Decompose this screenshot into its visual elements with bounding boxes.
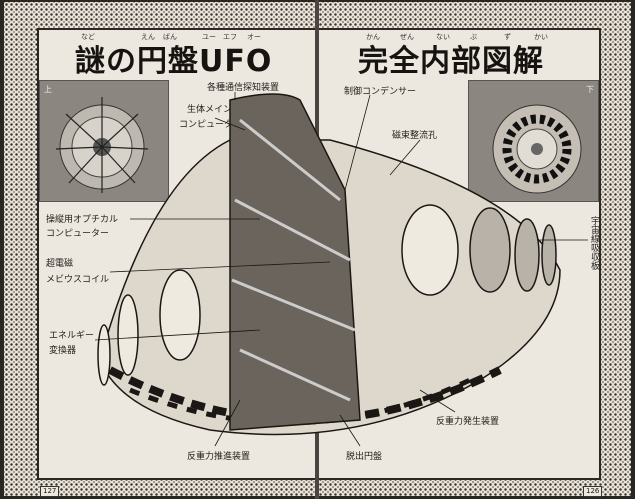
- ruby: かん: [366, 33, 380, 41]
- label-escape-disc: 脱出円盤: [346, 452, 383, 462]
- page-number-right: 126: [583, 486, 603, 497]
- label-cosmic-ray-absorber: 宇宙線吸収板: [589, 216, 599, 270]
- ufo-top-photo: 上: [39, 80, 169, 202]
- label-optical-2: コンピューター: [46, 229, 110, 239]
- page-number-left: 127: [40, 486, 60, 497]
- left-title: 謎の円盤UFO: [75, 44, 273, 79]
- label-comm-detector: 各種通信探知装置: [207, 83, 280, 93]
- left-page: 謎の円盤UFO など えん ばん ユー エフ オー 上 各種通信探知装置 生体メ…: [4, 2, 320, 497]
- ruby: エフ: [223, 33, 237, 41]
- label-bio-computer-2: コンピューター: [179, 120, 243, 130]
- label-antigravity-propulsion: 反重力推進装置: [187, 452, 251, 462]
- label-control-condenser: 制御コンデンサー: [344, 87, 417, 97]
- label-optical-1: 操縦用オプチカル: [46, 215, 119, 225]
- label-coil-1: 超電磁: [46, 259, 74, 269]
- right-title: 完全内部図解: [358, 44, 544, 79]
- label-bio-computer-1: 生体メイン: [187, 105, 233, 115]
- right-panel: 完全内部図解 かん ぜん ない ぶ ず かい 下 制御コンデンサー 磁束整流孔 …: [318, 28, 601, 480]
- ruby: ばん: [163, 33, 177, 41]
- ufo-top-view-illustration: [55, 97, 149, 193]
- ruby: など: [81, 33, 95, 41]
- label-antigravity-generator: 反重力発生装置: [436, 417, 500, 427]
- ruby: かい: [534, 33, 548, 41]
- ruby: ぶ: [470, 33, 477, 41]
- photo-label-top: 上: [44, 85, 52, 94]
- label-energy-1: エネルギー: [49, 331, 95, 341]
- left-panel: 謎の円盤UFO など えん ばん ユー エフ オー 上 各種通信探知装置 生体メ…: [37, 28, 320, 480]
- ufo-bottom-photo: 下: [468, 80, 599, 202]
- book-spine: [315, 0, 319, 499]
- ruby: ない: [436, 33, 450, 41]
- ruby: ユー: [202, 33, 216, 41]
- label-energy-2: 変換器: [49, 346, 77, 356]
- ruby: えん: [141, 33, 155, 41]
- ruby: ぜん: [400, 33, 414, 41]
- photo-label-bottom: 下: [586, 85, 594, 94]
- ruby: オー: [247, 33, 261, 41]
- ruby: ず: [504, 33, 511, 41]
- ufo-bottom-view-illustration: [492, 104, 582, 194]
- label-coil-2: メビウスコイル: [46, 275, 110, 285]
- right-page: 完全内部図解 かん ぜん ない ぶ ず かい 下 制御コンデンサー 磁束整流孔 …: [318, 2, 631, 497]
- label-flux-rectifier: 磁束整流孔: [392, 131, 438, 141]
